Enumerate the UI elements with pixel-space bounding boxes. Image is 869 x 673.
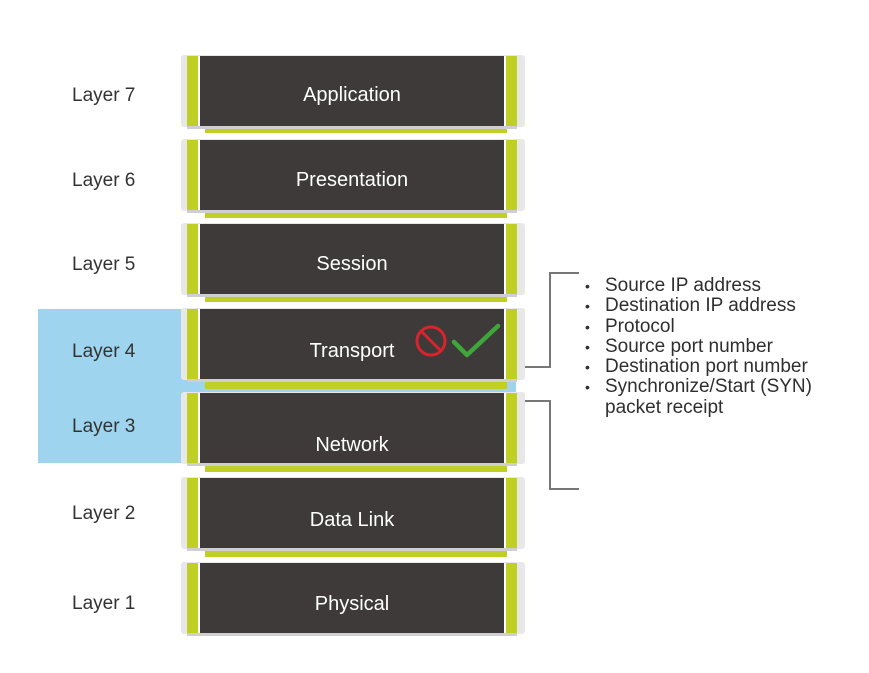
layer-3-block: Network (187, 393, 517, 463)
list-item: Synchronize/Start (SYN) packet receipt (585, 377, 845, 418)
list-item: Source IP address (585, 275, 845, 296)
block-edge (198, 393, 506, 463)
layer-2-block: Data Link (187, 478, 517, 548)
no-entry-icon (415, 325, 447, 357)
inspected-fields-list: Source IP address Destination IP address… (585, 275, 845, 418)
block-edge (198, 309, 506, 379)
block-edge (198, 563, 506, 633)
checkmark-icon (451, 323, 501, 358)
connector-3-2 (205, 464, 507, 472)
layer-7-name: Application (303, 84, 401, 106)
block-edge (198, 224, 506, 294)
layer-5-label: Layer 5 (72, 254, 136, 275)
layer-2-label: Layer 2 (72, 503, 136, 524)
layer-6-label: Layer 6 (72, 170, 136, 191)
bracket-lines (525, 272, 579, 490)
layer-1-label: Layer 1 (72, 593, 136, 614)
layer-4-block: Transport (187, 309, 517, 379)
list-item: Protocol (585, 316, 845, 337)
layer-1-block: Physical (187, 563, 517, 633)
block-edge (198, 478, 506, 548)
list-item: Source port number (585, 336, 845, 357)
layer-5-name: Session (316, 253, 388, 275)
list-item: Destination IP address (585, 295, 845, 316)
layer-3-label: Layer 3 (72, 416, 136, 437)
layer-6-block: Presentation (187, 140, 517, 210)
layer-2-name: Data Link (309, 509, 395, 531)
filter-icons (415, 323, 501, 358)
layer-1-name: Physical (314, 593, 390, 615)
layer-3-name: Network (315, 434, 389, 456)
layer-7-label: Layer 7 (72, 85, 136, 106)
layer-4-name: Transport (309, 340, 395, 362)
block-edge (198, 56, 506, 126)
layer-5-block: Session (187, 224, 517, 294)
layer-7-block: Application (187, 56, 517, 126)
layer-6-name: Presentation (295, 169, 409, 191)
layer-4-label: Layer 4 (72, 341, 136, 362)
connector-2-1 (205, 549, 507, 557)
connector-5-4 (205, 294, 507, 302)
connector-4-3 (205, 381, 507, 389)
list-item: Destination port number (585, 356, 845, 377)
connector-7-6 (205, 125, 507, 133)
connector-6-5 (205, 210, 507, 218)
block-edge (198, 140, 506, 210)
